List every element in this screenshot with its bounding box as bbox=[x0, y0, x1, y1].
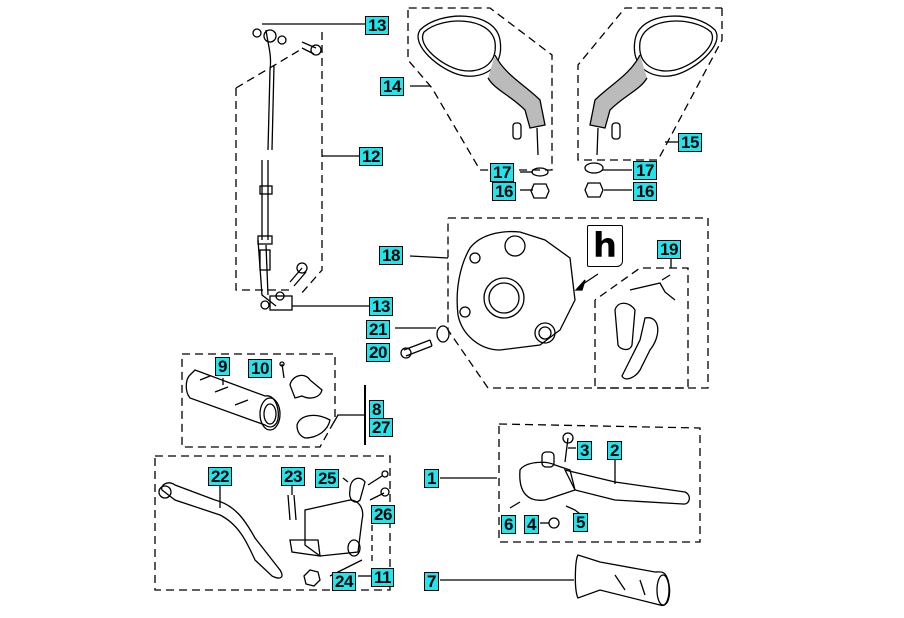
group-boundary bbox=[235, 49, 301, 89]
hose-fitting bbox=[259, 185, 273, 195]
callout-12[interactable]: 12 bbox=[359, 147, 383, 166]
callout-24[interactable]: 24 bbox=[332, 572, 356, 591]
bleeder-bolt bbox=[289, 267, 307, 287]
clutch-lever bbox=[563, 469, 690, 505]
callout-6[interactable]: 6 bbox=[501, 515, 516, 534]
brake-hose-group bbox=[235, 23, 378, 311]
brake-hose bbox=[257, 29, 277, 307]
mirror-spacer bbox=[611, 122, 621, 140]
callout-13[interactable]: 13 bbox=[365, 16, 389, 35]
clamp bbox=[349, 477, 366, 503]
callout-26[interactable]: 26 bbox=[371, 505, 395, 524]
callout-9[interactable]: 9 bbox=[215, 357, 230, 376]
pivot-bolt bbox=[564, 437, 569, 463]
clamp-bolt bbox=[367, 475, 385, 501]
callout-3[interactable]: 3 bbox=[577, 441, 592, 460]
group-boundary bbox=[299, 32, 323, 296]
pad-pin bbox=[629, 274, 676, 301]
leader-line bbox=[333, 414, 365, 423]
mirror-glass bbox=[417, 15, 502, 77]
callout-8[interactable]: 8 bbox=[369, 400, 384, 419]
callout-21[interactable]: 21 bbox=[366, 320, 390, 339]
caliper-washer bbox=[436, 325, 450, 343]
callout-17-left[interactable]: 17 bbox=[490, 163, 514, 182]
banjo-washer bbox=[252, 28, 262, 38]
callout-7[interactable]: 7 bbox=[424, 572, 439, 591]
group-boundary bbox=[181, 353, 336, 448]
callout-11[interactable]: 11 bbox=[371, 568, 394, 587]
leader-line bbox=[342, 477, 349, 483]
callout-14[interactable]: 14 bbox=[380, 77, 404, 96]
callout-20[interactable]: 20 bbox=[366, 343, 390, 362]
callout-23[interactable]: 23 bbox=[281, 467, 305, 486]
mirror-glass bbox=[633, 15, 718, 77]
group-boundary bbox=[577, 7, 723, 161]
group-boundary bbox=[154, 455, 391, 591]
group-boundary bbox=[498, 423, 701, 543]
lower-fitting bbox=[269, 295, 293, 311]
arrow-indicator bbox=[574, 273, 599, 291]
banjo-washer bbox=[277, 35, 287, 45]
brake-pad bbox=[614, 302, 636, 351]
left-grip bbox=[574, 554, 671, 607]
callout-4[interactable]: 4 bbox=[524, 515, 539, 534]
callout-10[interactable]: 10 bbox=[248, 359, 272, 378]
throttle-housing-upper bbox=[289, 374, 323, 399]
group-boundary bbox=[235, 88, 290, 291]
brake-master-group bbox=[154, 455, 391, 591]
callout-16-left[interactable]: 16 bbox=[492, 182, 516, 201]
brake-lever bbox=[161, 482, 283, 579]
caliper-piston bbox=[483, 277, 525, 319]
pivot-bolt bbox=[287, 494, 297, 521]
callout-27[interactable]: 27 bbox=[369, 418, 393, 437]
mirror-nut bbox=[584, 182, 604, 198]
mirror-washer bbox=[531, 167, 549, 177]
nut bbox=[548, 517, 560, 529]
mirror-washer bbox=[584, 162, 604, 174]
mirror-stem bbox=[487, 54, 546, 129]
mirror-nut bbox=[530, 183, 550, 199]
left-mirror-group bbox=[407, 7, 553, 199]
caliper-body bbox=[456, 230, 576, 351]
leader-line bbox=[409, 255, 449, 259]
group-boundary bbox=[407, 7, 553, 171]
callout-13-lower[interactable]: 13 bbox=[369, 297, 393, 316]
callout-5[interactable]: 5 bbox=[573, 513, 588, 532]
callout-2[interactable]: 2 bbox=[607, 441, 622, 460]
callout-22[interactable]: 22 bbox=[208, 467, 232, 486]
right-mirror-group bbox=[577, 7, 723, 198]
throttle-group bbox=[181, 353, 366, 448]
banjo-bolt-head bbox=[263, 29, 277, 43]
left-grip-group bbox=[440, 554, 671, 607]
callout-1[interactable]: 1 bbox=[424, 469, 439, 488]
throttle-housing-lower bbox=[296, 414, 331, 439]
banjo-bolt bbox=[301, 41, 317, 55]
clutch-lever-body bbox=[519, 461, 576, 501]
screw bbox=[509, 501, 521, 509]
hose-fitting bbox=[257, 235, 273, 245]
callout-19[interactable]: 19 bbox=[657, 240, 681, 259]
callout-18[interactable]: 18 bbox=[379, 246, 403, 265]
callout-16-right[interactable]: 16 bbox=[633, 182, 657, 201]
callout-25[interactable]: 25 bbox=[315, 469, 339, 488]
callout-15[interactable]: 15 bbox=[678, 133, 702, 152]
leader-line bbox=[565, 505, 581, 515]
pad-spring bbox=[621, 317, 659, 380]
clutch-lever-group bbox=[440, 423, 701, 543]
group-boundary bbox=[594, 267, 689, 389]
master-cylinder bbox=[304, 499, 364, 557]
caliper-group bbox=[395, 217, 709, 389]
mirror-spacer bbox=[512, 122, 522, 140]
hose-fitting bbox=[259, 249, 271, 271]
hyosung-logo: h bbox=[587, 225, 623, 267]
mirror-stem bbox=[589, 54, 648, 129]
callout-17-right[interactable]: 17 bbox=[633, 161, 657, 180]
nut bbox=[303, 569, 321, 587]
throttle-grip bbox=[185, 369, 279, 428]
